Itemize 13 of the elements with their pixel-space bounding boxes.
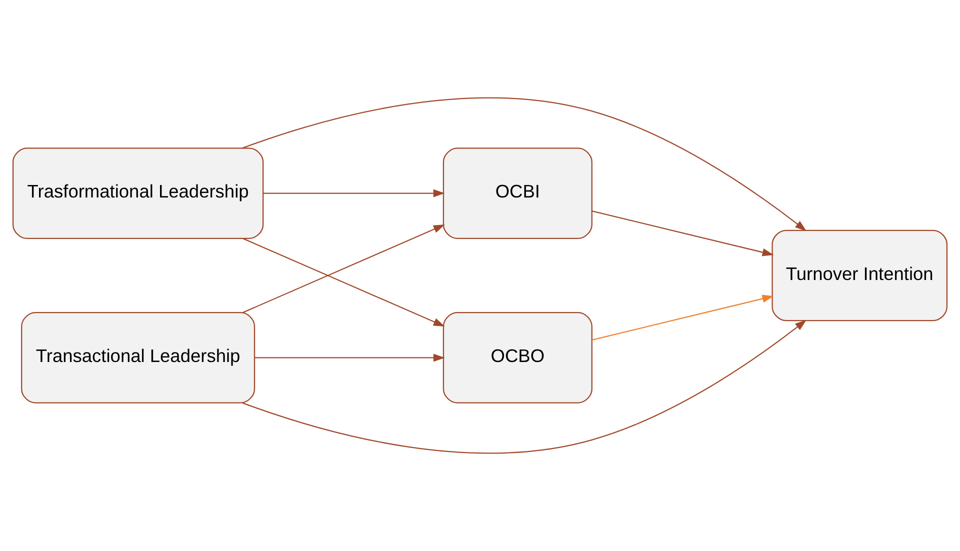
node-box: Trasformational Leadership	[12, 148, 264, 239]
arrow	[263, 189, 445, 198]
arrow	[242, 97, 806, 232]
node-box: Transactional Leadership	[21, 312, 256, 404]
arrow	[592, 210, 774, 256]
arrow	[242, 320, 806, 454]
arrow	[242, 238, 445, 326]
arrow	[592, 294, 774, 341]
arrow	[254, 354, 445, 362]
node-box: Turnover Intention	[772, 230, 948, 322]
node-box: OCBO	[442, 312, 592, 404]
arrow	[242, 224, 445, 314]
node-box: OCBI	[442, 148, 592, 239]
